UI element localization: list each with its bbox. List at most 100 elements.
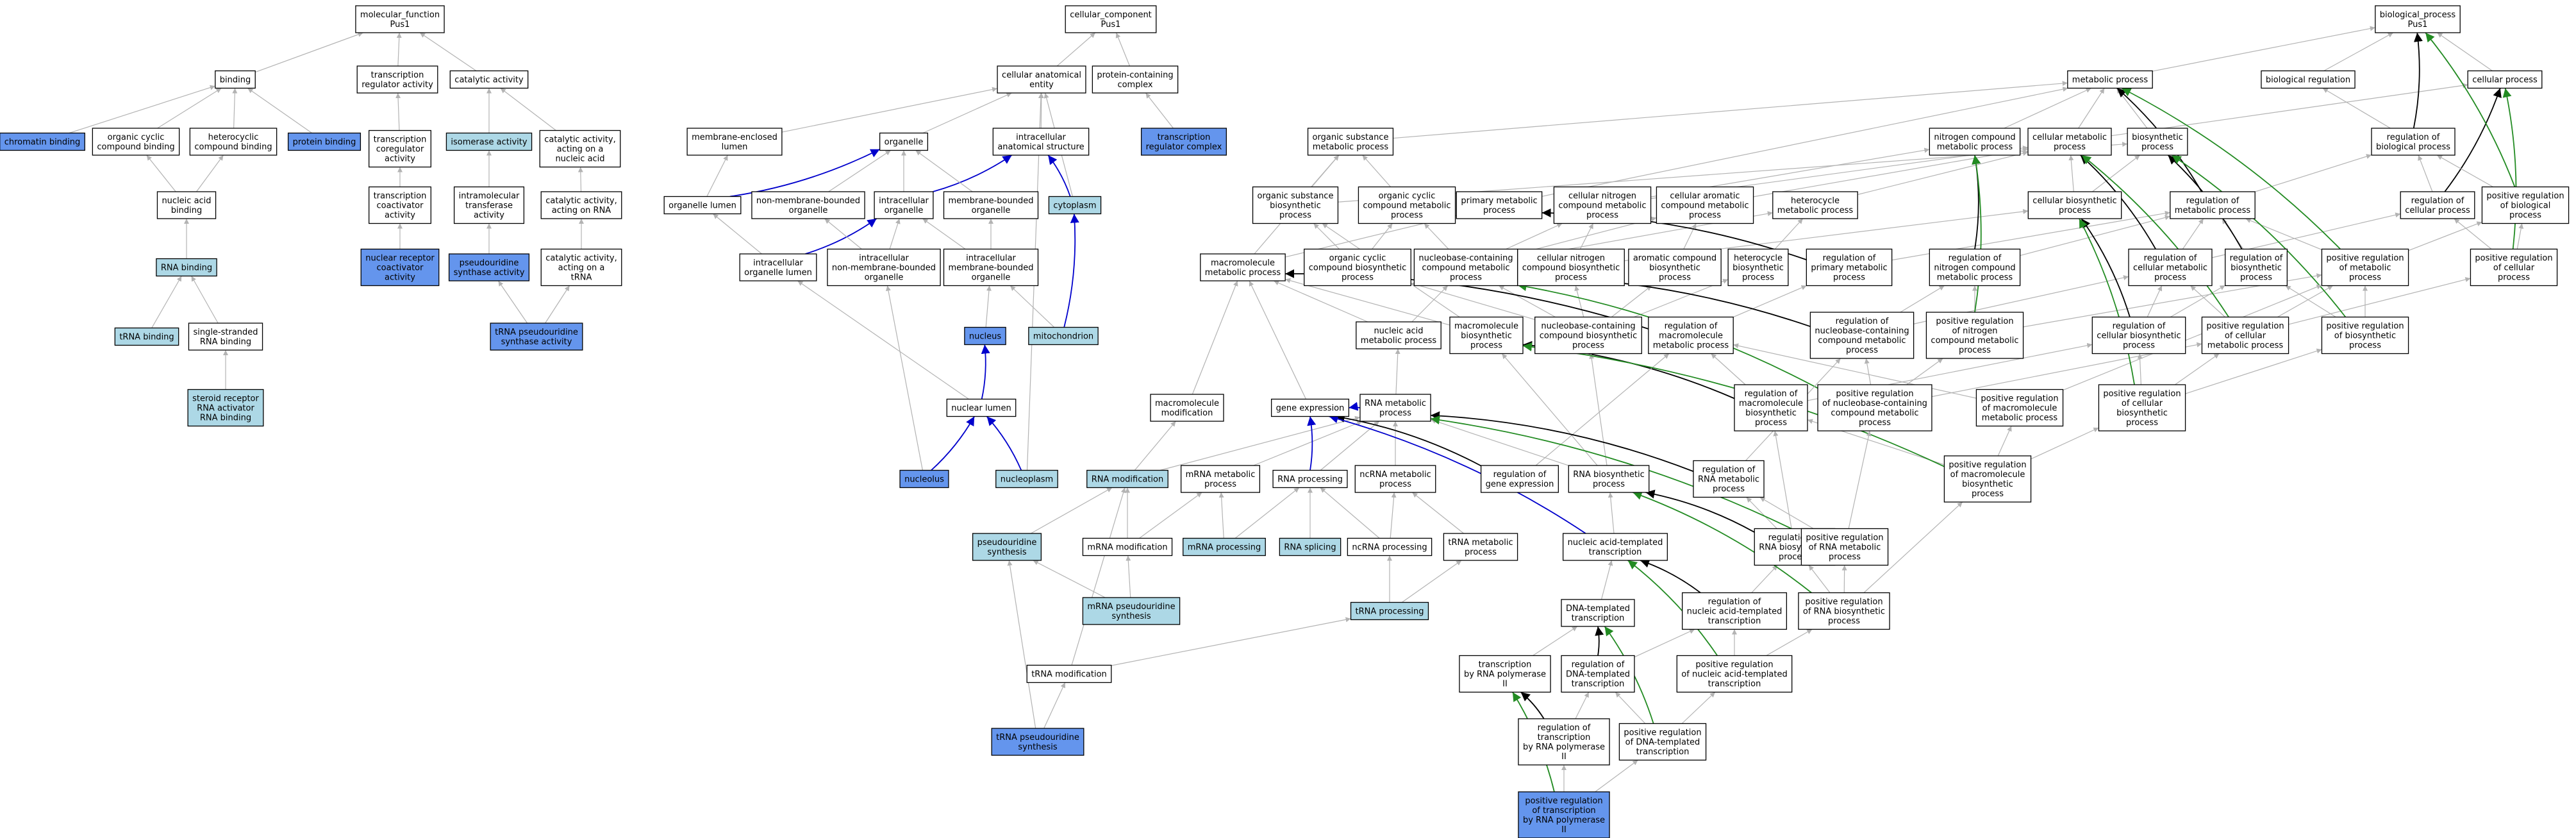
go-term-node[interactable]: mRNA modification (1082, 537, 1173, 557)
go-term-node[interactable]: isomerase activity (445, 132, 533, 151)
go-term-node[interactable]: tRNA binding (114, 327, 179, 346)
go-term-node[interactable]: mRNA processing (1183, 537, 1266, 557)
go-term-node[interactable]: organelle lumen (663, 196, 742, 215)
go-term-node[interactable]: RNA modification (1086, 469, 1168, 489)
go-term-node[interactable]: organelle (879, 132, 929, 151)
go-term-node[interactable]: metabolic process (2067, 70, 2153, 89)
go-term-node[interactable]: catalytic activity (449, 70, 529, 89)
go-term-node[interactable]: RNA binding (156, 258, 217, 277)
go-term-node[interactable]: cytoplasm (1048, 196, 1102, 215)
go-term-node[interactable]: nuclear lumen (946, 398, 1017, 417)
go-term-node[interactable]: biological regulation (2261, 70, 2356, 89)
go-term-node[interactable]: mitochondrion (1028, 326, 1099, 346)
go-term-node[interactable]: tRNA processing (1350, 601, 1429, 621)
go-term-node[interactable]: nucleolus (899, 469, 949, 489)
go-term-node[interactable]: binding (215, 70, 256, 89)
go-term-node[interactable]: tRNA modification (1026, 664, 1112, 683)
go-term-node[interactable]: nucleoplasm (995, 469, 1058, 489)
go-term-node[interactable]: nucleus (964, 326, 1006, 346)
go-term-node[interactable]: ncRNA processing (1347, 537, 1433, 557)
go-term-node[interactable]: protein binding (287, 132, 361, 151)
go-term-node[interactable]: chromatin binding (0, 132, 85, 151)
go-term-node[interactable]: cellular process (2467, 70, 2543, 89)
go-term-node[interactable]: RNA processing (1272, 469, 1348, 489)
